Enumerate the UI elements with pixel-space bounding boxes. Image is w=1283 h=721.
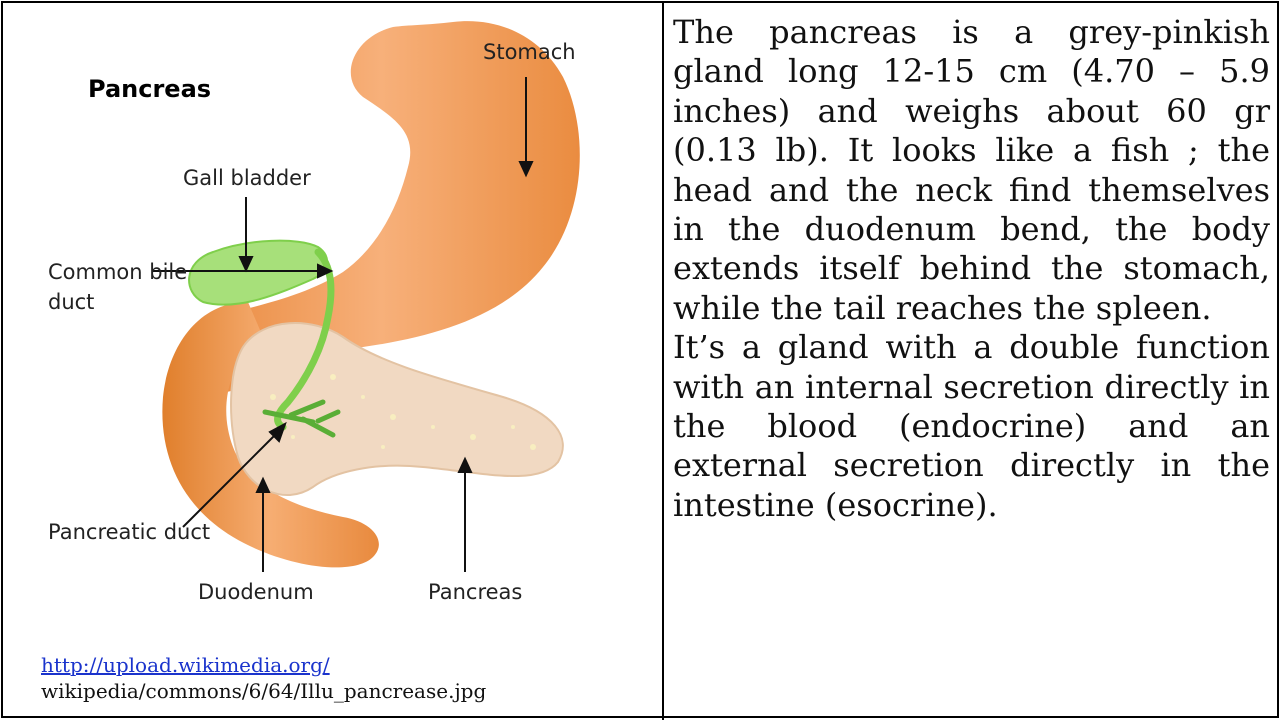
label-pancreas: Pancreas	[428, 580, 522, 604]
figure-title: Pancreas	[88, 75, 211, 103]
anatomy-diagram: Pancreas Stomach Gall bladder Common bil…	[33, 17, 593, 607]
label-common-bile-duct-line1: Common bile	[48, 260, 187, 284]
figure-cell: Pancreas Stomach Gall bladder Common bil…	[3, 3, 662, 718]
pancreas-illustration: Pancreas Stomach Gall bladder Common bil…	[33, 17, 593, 607]
label-pancreatic-duct: Pancreatic duct	[48, 520, 210, 544]
text-cell: The pancreas is a grey-pinkish gland lon…	[664, 3, 1279, 718]
source-link[interactable]: http://upload.wikimedia.org/	[41, 653, 330, 677]
description-paragraph-1: The pancreas is a grey-pinkish gland lon…	[673, 13, 1270, 328]
label-stomach: Stomach	[483, 40, 576, 64]
label-duodenum: Duodenum	[198, 580, 314, 604]
description-paragraph-2: It’s a gland with a double function with…	[673, 328, 1270, 525]
label-gall-bladder: Gall bladder	[183, 166, 311, 190]
label-common-bile-duct-line2: duct	[48, 290, 94, 314]
description-text: The pancreas is a grey-pinkish gland lon…	[673, 13, 1270, 525]
source-path: wikipedia/commons/6/64/Illu_pancrease.jp…	[41, 679, 486, 703]
